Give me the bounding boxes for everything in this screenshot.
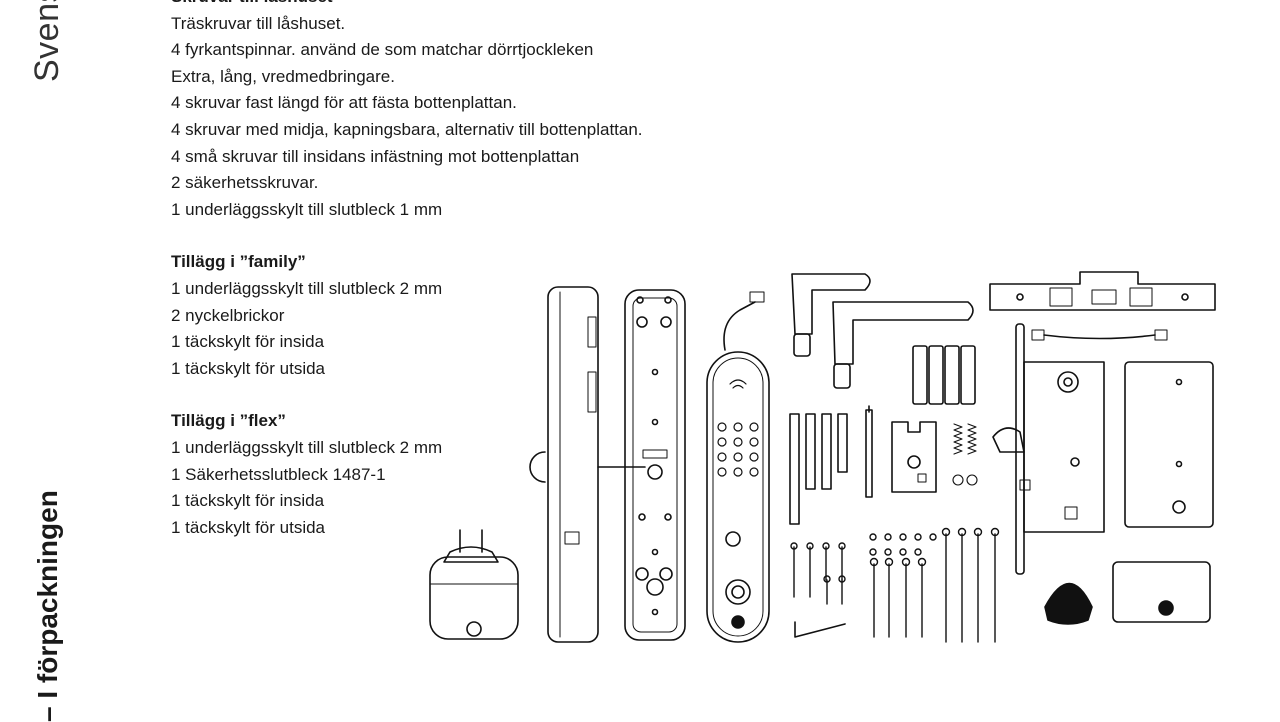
key-tag-icon	[1045, 573, 1092, 624]
family-heading: Tillägg i ”family”	[171, 252, 306, 272]
list-item: 1 underläggsskylt till slutbleck 1 mm	[171, 199, 443, 219]
list-item: 4 fyrkantspinnar. använd de som matchar …	[171, 40, 594, 60]
language-label: Svenska	[28, 0, 66, 82]
flex-heading: Tillägg i ”flex”	[171, 411, 286, 431]
batteries-icon	[913, 346, 975, 404]
list-item: 2 nyckelbrickor	[171, 305, 285, 325]
list-item: 4 skruvar fast längd för att fästa botte…	[171, 93, 517, 113]
list-item: 1 Säkerhetsslutbleck 1487-1	[171, 464, 386, 484]
list-item: 4 skruvar med midja, kapningsbara, alter…	[171, 119, 643, 139]
cut-heading: Skruvar till låshuset	[171, 0, 731, 11]
keypad-outside-unit-icon	[707, 292, 769, 642]
list-item: 2 säkerhetsskruvar.	[171, 173, 319, 193]
list-item: 1 täckskylt för utsida	[171, 517, 326, 537]
cover-plate-icon	[1125, 362, 1213, 527]
list-item: 1 underläggsskylt till slutbleck 2 mm	[171, 437, 443, 457]
cable-icon	[1032, 330, 1167, 340]
back-plate-icon	[625, 290, 685, 640]
section-title: – I förpackningen	[32, 490, 63, 722]
list-item: 1 täckskylt för insida	[171, 332, 325, 352]
list-item: Extra, lång, vredmedbringare.	[171, 66, 395, 86]
spindles-icon	[790, 406, 872, 524]
mounting-bracket-icon	[892, 422, 936, 492]
strike-plate-icon	[990, 272, 1215, 310]
list-item: 1 täckskylt för utsida	[171, 358, 326, 378]
lock-case-icon	[993, 324, 1104, 574]
package-contents-illustration	[420, 262, 1240, 652]
hex-key-icon	[795, 622, 845, 637]
door-handles-icon	[792, 274, 973, 388]
list-item: 1 täckskylt för insida	[171, 491, 325, 511]
screws-icon	[791, 529, 999, 643]
list-item: Träskruvar till låshuset.	[171, 13, 346, 33]
contents-list: Skruvar till låshuset Träskruvar till lå…	[171, 0, 731, 541]
inside-unit-icon	[530, 287, 645, 642]
springs-icon	[953, 424, 977, 485]
list-item: 4 små skruvar till insidans infästning m…	[171, 146, 580, 166]
key-card-icon	[1113, 562, 1210, 622]
charger-plug-icon	[430, 530, 518, 639]
list-item: 1 underläggsskylt till slutbleck 2 mm	[171, 278, 443, 298]
